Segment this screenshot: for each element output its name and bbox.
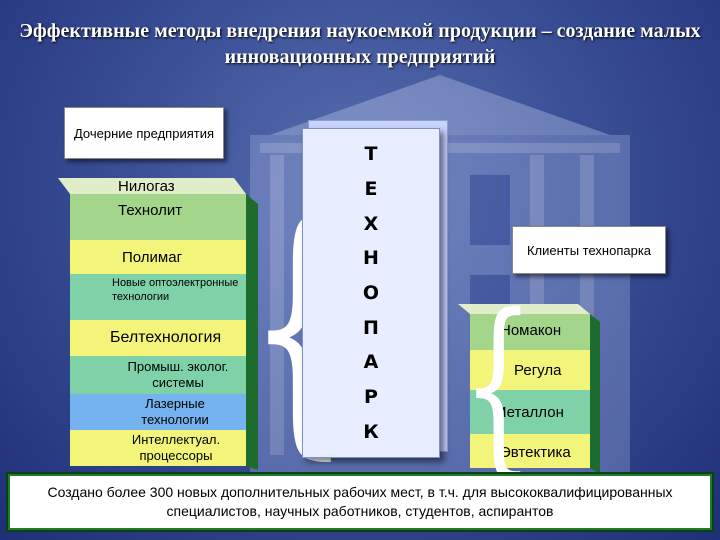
stack-top-face [58,178,246,194]
stack-side-face [246,194,258,470]
band-ecology: Промыш. эколог. системы [70,356,246,394]
band-label: Новые оптоэлектронные технологии [112,277,239,303]
technopark-letter: А [363,351,379,374]
band-label: Регула [514,362,562,379]
band-evtektika: Эвтектика [470,434,590,468]
technopark-letter: Х [363,212,379,235]
band-laser: Лазерные технологии [70,394,246,430]
band-processors: Интеллектуал. процессоры [70,430,246,466]
band-label: Технолит [118,202,183,219]
band-label: Промыш. эколог. системы [127,359,229,390]
band-nilogaz: Нилогаз Технолит [70,178,246,240]
band-polimag: Полимаг [70,240,246,274]
daughter-enterprises-label: Дочерние предприятия [64,107,224,159]
technopark-letter: Н [363,247,379,270]
band-optoelectronics: Новые оптоэлектронные технологии [70,274,246,320]
band-label: Лазерные технологии [141,396,209,427]
band-metallon: Металлон [470,390,590,434]
technopark-box: Т Е Х Н О П А Р К [302,128,440,458]
stack-side-face [590,314,600,474]
band-label: Металлон [494,404,564,421]
band-label: Номакон [500,322,562,339]
technopark-clients-label: Клиенты технопарка [512,226,666,274]
band-nomakon: Номакон [470,314,590,350]
band-label: Интеллектуал. процессоры [131,432,221,463]
technopark-letter: К [363,420,379,443]
technopark-letter: Е [364,177,378,200]
technopark-letter: П [363,316,379,339]
page-title: Эффективные методы внедрения наукоемкой … [19,20,701,68]
band-label: Эвтектика [500,444,571,461]
band-label: Белтехнология [110,329,222,346]
band-label: Полимаг [122,249,183,266]
stack-top-face [458,304,590,314]
band-regula: Регула [470,350,590,390]
technopark-letter: Р [364,385,378,408]
right-brace: { [462,274,535,495]
band-beltechnology: Белтехнология [70,320,246,356]
band-label: Нилогаз [118,178,175,195]
technopark-letter: О [362,281,380,304]
technopark-letter: Т [364,143,378,166]
jobs-summary: Создано более 300 новых дополнительных р… [8,474,712,530]
